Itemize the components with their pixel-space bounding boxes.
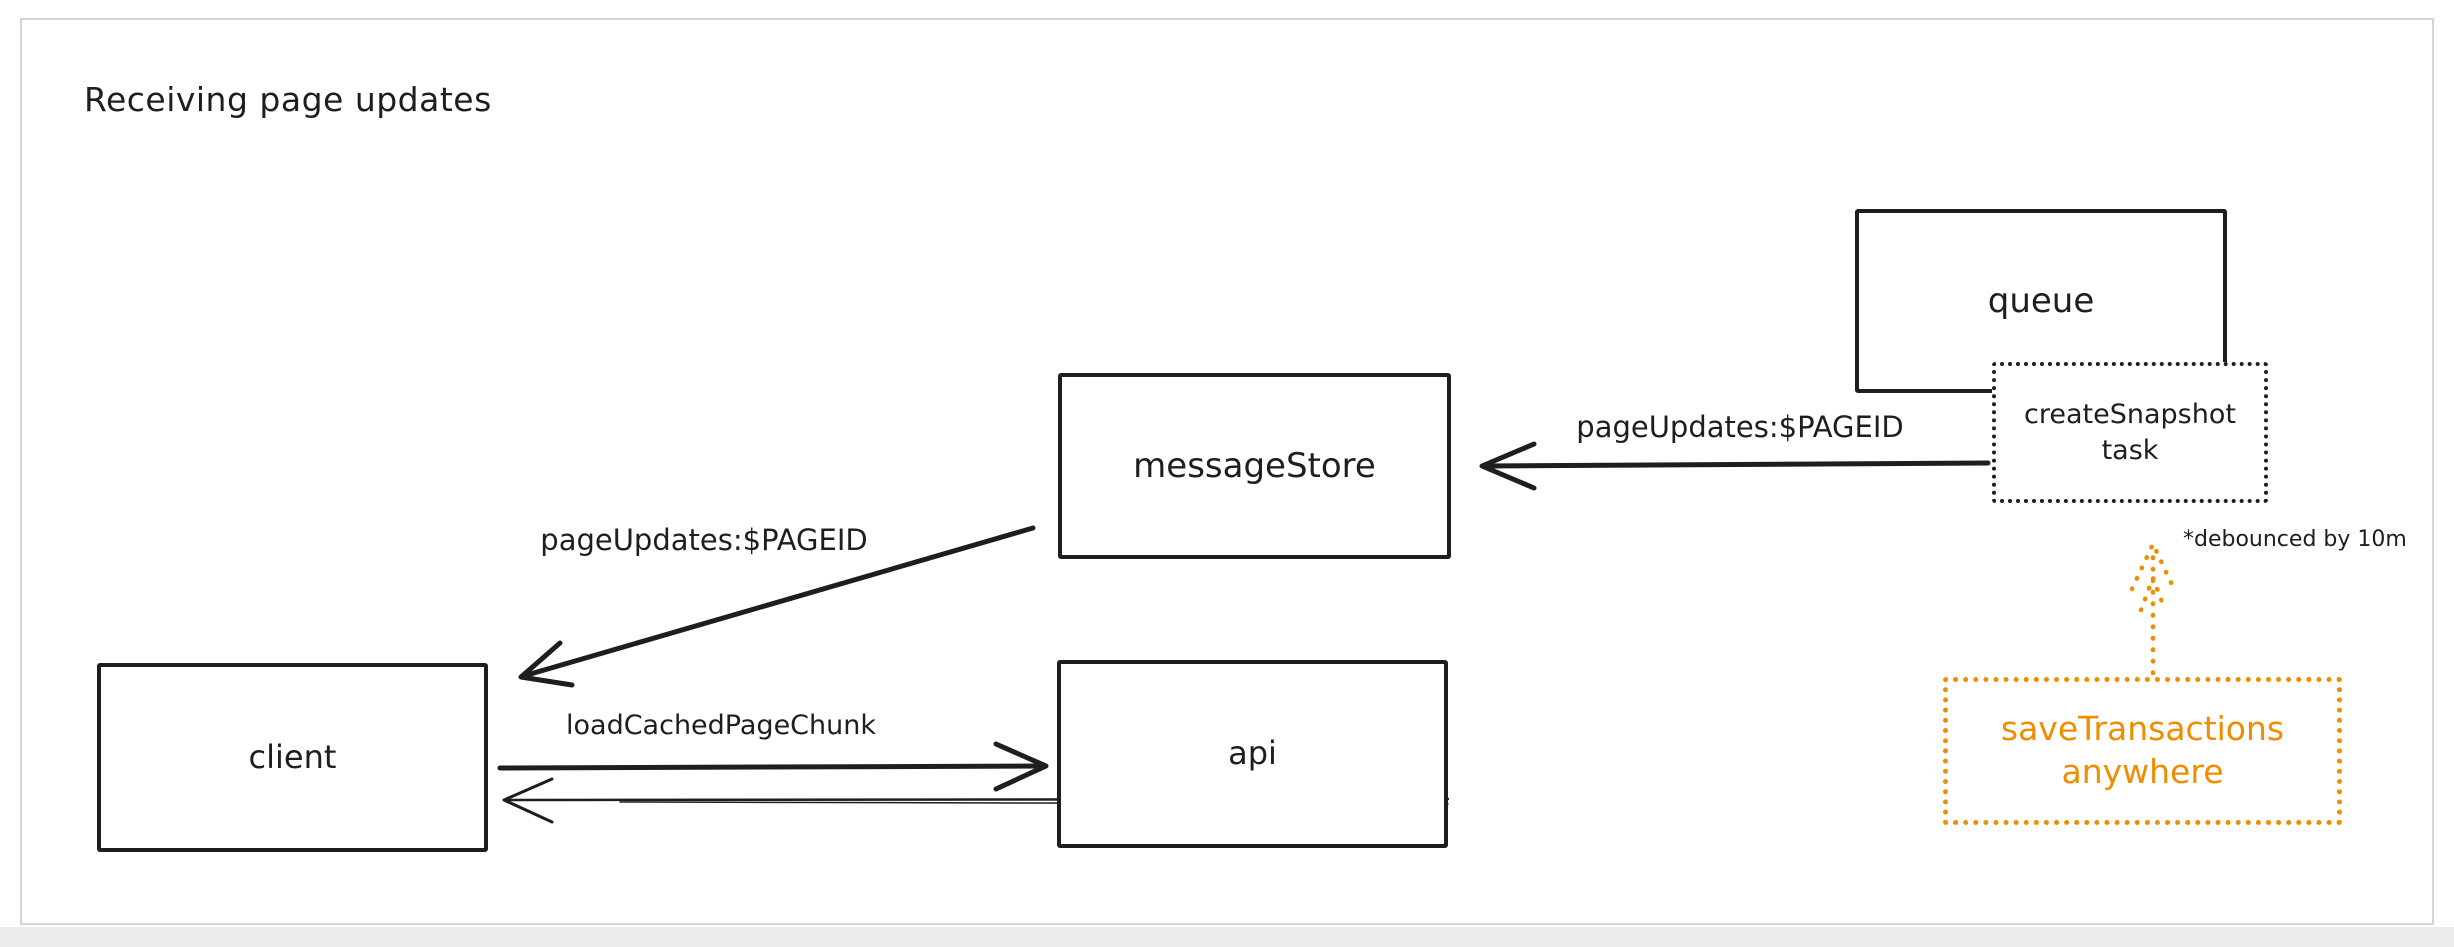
node-api[interactable]: api [1057,660,1448,848]
node-message-store[interactable]: messageStore [1058,373,1451,559]
node-create-snapshot-task-label-line1: createSnapshot [2024,399,2236,431]
node-api-label: api [1228,734,1277,773]
edge-label-load-cached-page-chunk[interactable]: loadCachedPageChunk [566,710,876,741]
diagram-title[interactable]: Receiving page updates [84,80,492,119]
arrow-message-store-to-client[interactable] [518,525,1036,688]
node-save-transactions[interactable]: saveTransactions anywhere [1943,677,2342,825]
node-message-store-label: messageStore [1133,445,1376,486]
node-client[interactable]: client [97,663,488,852]
arrow-client-to-api[interactable] [497,741,1049,792]
edge-label-page-updates-client[interactable]: pageUpdates:$PAGEID [540,523,868,557]
edge-label-page-updates-queue[interactable]: pageUpdates:$PAGEID [1576,410,1904,444]
arrow-create-snapshot-to-message-store[interactable] [1479,441,1991,491]
node-client-label: client [248,737,337,776]
node-create-snapshot-task-label-line2: task [2101,434,2159,466]
annotation-debounced[interactable]: *debounced by 10m [2183,527,2407,552]
node-create-snapshot-task[interactable]: createSnapshot task [1992,362,2268,503]
page-edge-shadow [0,927,2454,947]
node-save-transactions-label-line2: anywhere [2061,752,2224,791]
node-save-transactions-label-line1: saveTransactions [2000,709,2285,749]
node-queue-label: queue [1987,280,2095,321]
arrow-save-transactions-to-create-snapshot[interactable] [2129,541,2177,676]
